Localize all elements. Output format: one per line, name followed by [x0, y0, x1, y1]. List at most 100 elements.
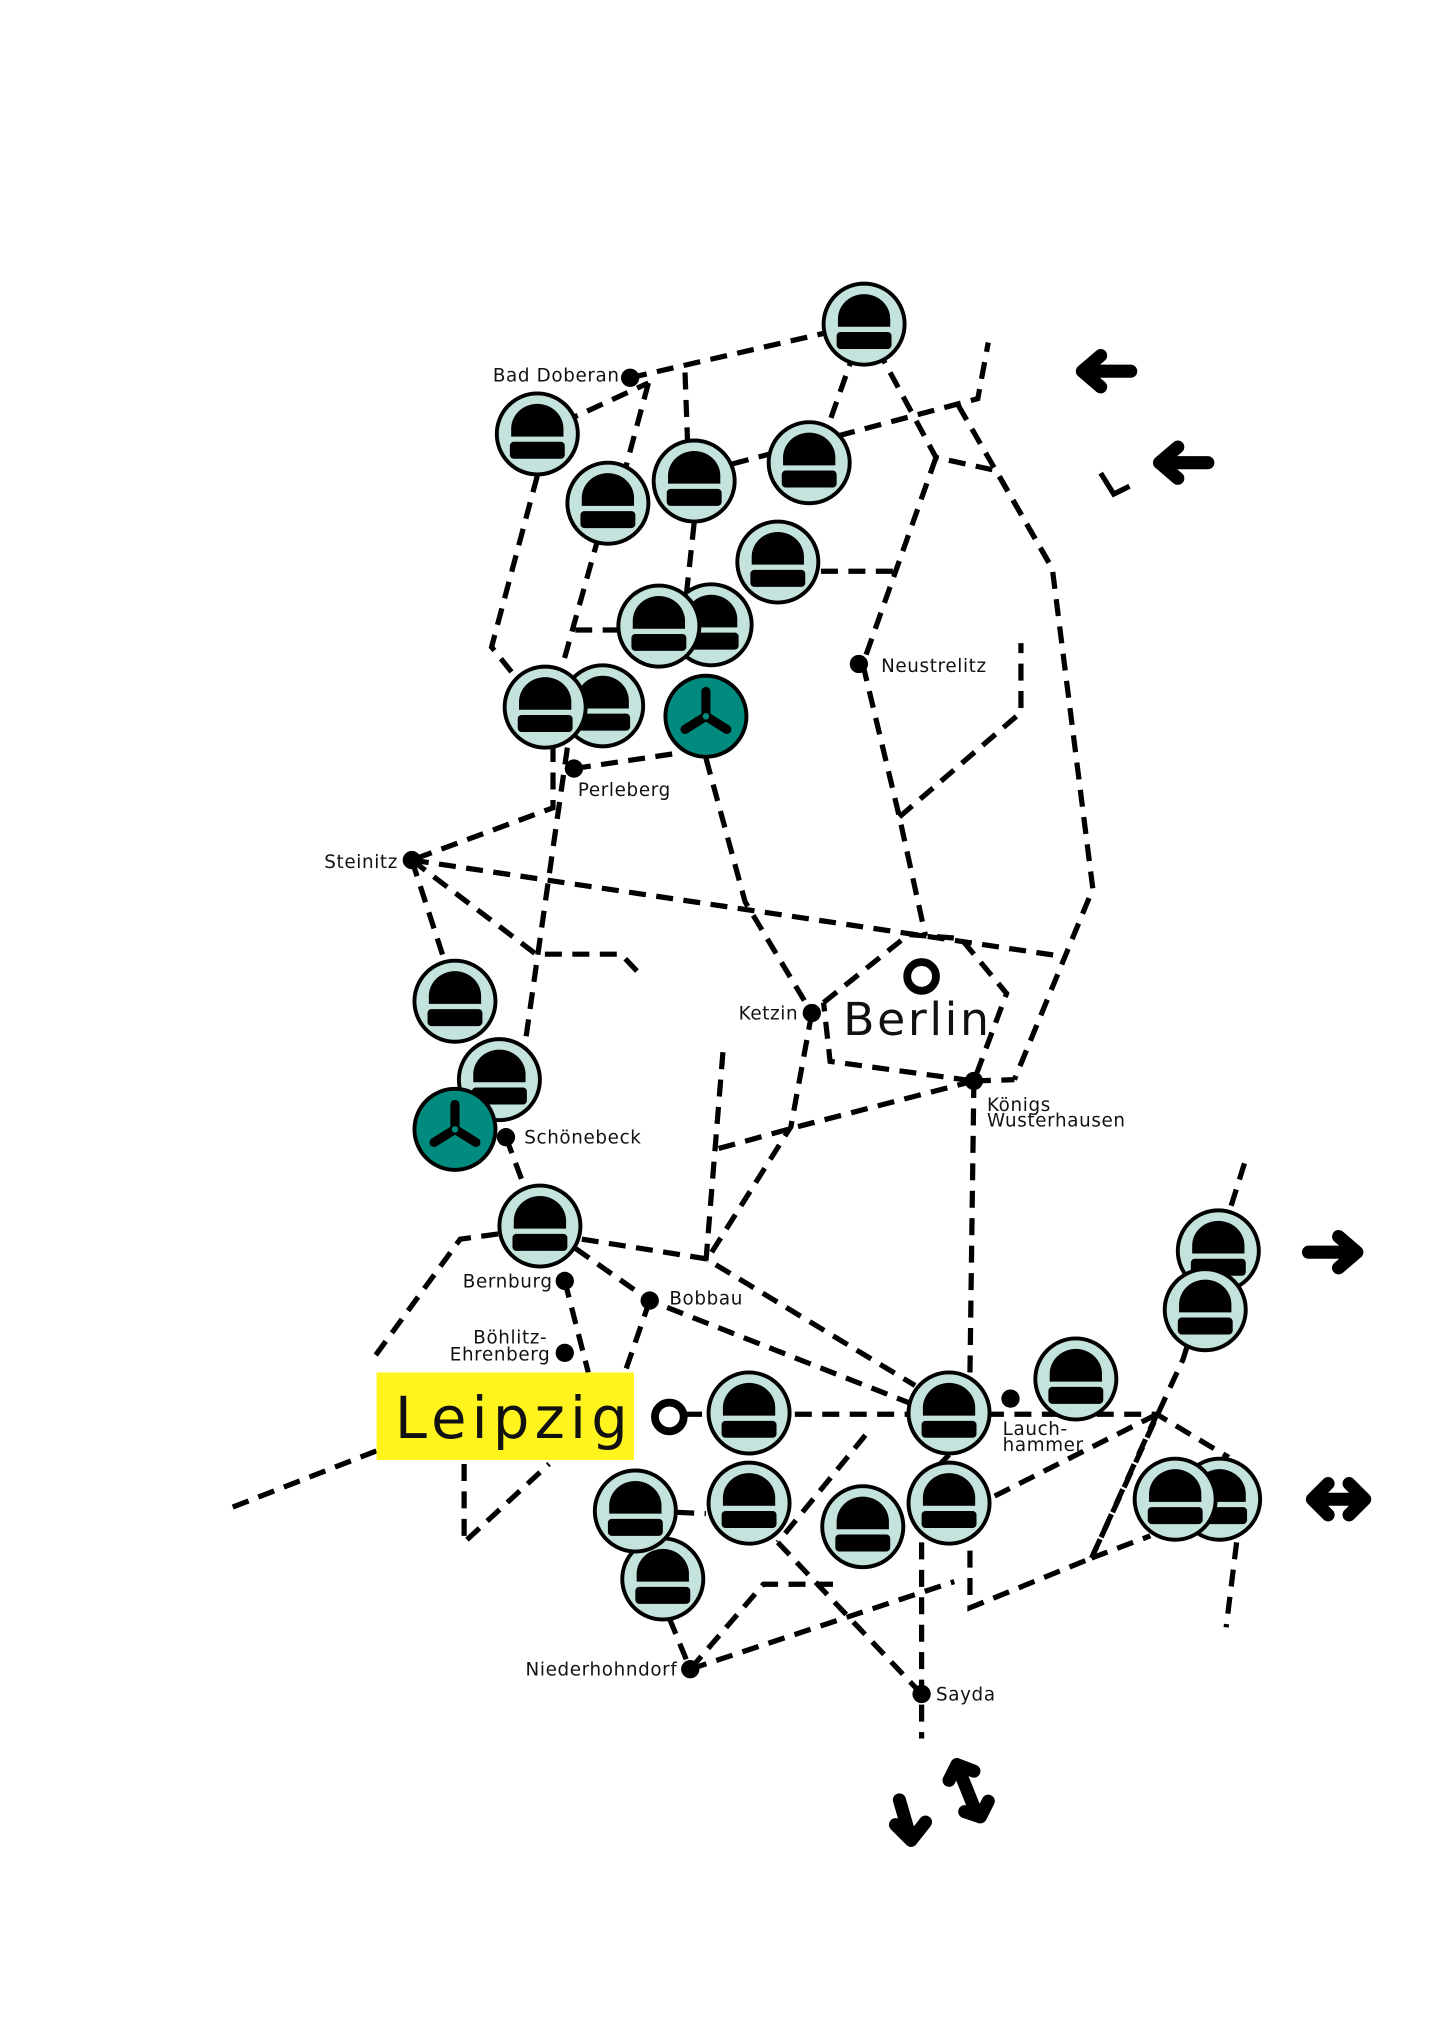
rail-line [488, 475, 540, 688]
town-dot[interactable] [964, 1071, 984, 1091]
coal-plant-icon[interactable] [821, 281, 907, 367]
rail-line [409, 859, 447, 962]
coal-plant-icon[interactable] [651, 438, 737, 524]
rail-line [967, 1413, 1160, 1612]
rail-line [820, 931, 1010, 1084]
corner-bracket-icon [1098, 471, 1131, 498]
rail-line [581, 1236, 917, 1388]
rail-line [231, 1448, 378, 1510]
town-dot[interactable] [912, 1684, 931, 1704]
city-label-berlin[interactable]: Berlin [843, 993, 991, 1046]
rail-line [861, 322, 1096, 1081]
town-dot[interactable] [802, 1003, 821, 1023]
town-label-schoenebeck[interactable]: Schönebeck [524, 1128, 641, 1149]
town-label-lauch[interactable]: Lauch- [1003, 1419, 1068, 1440]
coal-plant-icon[interactable] [565, 460, 651, 546]
coal-plant-icon[interactable] [706, 1370, 792, 1456]
coal-plant-icon[interactable] [766, 420, 852, 506]
town-label-perleberg[interactable]: Perleberg [578, 780, 671, 801]
rail-line [461, 1462, 551, 1549]
town-dots [402, 368, 1020, 1704]
rail-line [689, 1579, 956, 1672]
rail-line [622, 382, 651, 472]
town-dot[interactable] [496, 1128, 516, 1147]
town-dot[interactable] [681, 1660, 700, 1679]
wind-turbine-icon[interactable] [665, 676, 746, 757]
town-label-hammer[interactable]: hammer [1003, 1435, 1084, 1456]
rail-line [536, 380, 650, 437]
coal-plant-icon[interactable] [1033, 1336, 1119, 1422]
rail-line [562, 1280, 591, 1374]
town-dot[interactable] [555, 1271, 574, 1291]
town-label-boehlitz[interactable]: Böhlitz- [473, 1328, 547, 1349]
rail-line [703, 1052, 726, 1262]
arrow-down-icon [888, 1793, 933, 1847]
town-dot[interactable] [640, 1291, 659, 1310]
wind-turbine-icon[interactable] [414, 1089, 495, 1170]
coal-plant-icon[interactable] [1132, 1456, 1218, 1542]
city-label-leipzig[interactable]: Leipzig [395, 1385, 633, 1452]
coal-plant-icon[interactable] [412, 958, 498, 1044]
town-dot[interactable] [620, 368, 640, 387]
rail-line [410, 745, 556, 863]
rail-line [711, 1078, 975, 1153]
rail-line [775, 1433, 868, 1545]
town-label-sayda[interactable]: Sayda [936, 1685, 996, 1706]
rail-line [370, 1231, 499, 1361]
rail-line [860, 456, 939, 937]
arrow-right-icon [1301, 1229, 1364, 1275]
rail-line [1090, 1533, 1152, 1561]
rail-line [677, 1509, 707, 1517]
rail-line [666, 1617, 693, 1671]
town-label-ketzin[interactable]: Ketzin [739, 1004, 799, 1025]
rail-line [688, 1581, 837, 1671]
coal-plant-icon[interactable] [906, 1370, 992, 1456]
rail-line [622, 1299, 653, 1374]
rail-lines [231, 321, 1247, 1739]
leipzig-highlight [376, 1372, 635, 1461]
town-dot[interactable] [849, 654, 869, 674]
town-label-neustrelitz[interactable]: Neustrelitz [881, 656, 987, 677]
leipzig-marker-icon [651, 1398, 688, 1436]
town-label-steinitz[interactable]: Steinitz [324, 852, 398, 873]
coal-plant-icon[interactable] [502, 664, 588, 750]
coal-plant-icon[interactable] [706, 1460, 792, 1546]
rail-line [559, 535, 602, 668]
coal-plant-icon[interactable] [1162, 1267, 1248, 1353]
rail-line [520, 747, 570, 1060]
town-dot[interactable] [1001, 1389, 1020, 1408]
town-dot[interactable] [564, 759, 584, 778]
arrow-left-icon [1075, 348, 1138, 394]
coal-plant-icon[interactable] [494, 391, 580, 477]
rail-line [683, 522, 697, 596]
town-label-niederhohndorf[interactable]: Niederhohndorf [526, 1660, 678, 1681]
rail-line [775, 1540, 925, 1739]
town-label-koenigs[interactable]: Königs [987, 1095, 1051, 1116]
rail-line [573, 750, 681, 772]
town-label-ehrenberg[interactable]: Ehrenberg [450, 1345, 551, 1366]
rail-line [703, 757, 815, 1015]
arrow-double-horizontal-icon [1305, 1477, 1372, 1522]
coal-plant-icon[interactable] [735, 519, 821, 605]
coal-plant-icon[interactable] [820, 1484, 906, 1570]
coal-plant-icon[interactable] [906, 1460, 992, 1546]
arrow-double-vertical-icon [942, 1758, 995, 1824]
coal-plant-icon[interactable] [592, 1468, 678, 1554]
rail-line [410, 857, 646, 980]
rail-line [411, 857, 1066, 960]
town-dot[interactable] [402, 850, 421, 870]
coal-plant-icon[interactable] [497, 1183, 583, 1269]
rail-line [823, 323, 867, 433]
town-label-bernburg[interactable]: Bernburg [463, 1271, 553, 1292]
coal-plant-icon[interactable] [616, 583, 702, 669]
town-dot[interactable] [555, 1343, 574, 1362]
rail-line [1223, 1542, 1240, 1628]
rail-line [967, 1080, 977, 1373]
rail-line [955, 403, 1055, 570]
rail-line [703, 1012, 815, 1263]
rail-line [682, 372, 691, 445]
town-label-bad-doberan[interactable]: Bad Doberan [493, 366, 620, 387]
rail-line [992, 1411, 1159, 1499]
town-label-bobbau[interactable]: Bobbau [669, 1288, 743, 1309]
town-label-wusterhausen[interactable]: Wusterhausen [987, 1111, 1126, 1132]
